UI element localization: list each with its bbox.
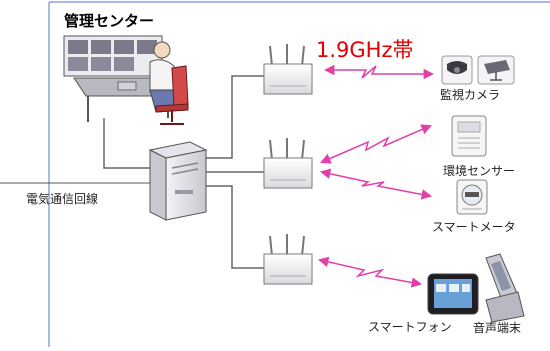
smart-meter-label: スマートメータ (432, 220, 516, 234)
frequency-band-label: 1.9GHz帯 (316, 38, 414, 62)
management-center-title: 管理センター (64, 12, 155, 30)
diagram-frame (48, 1, 550, 347)
wireless-link-camera (323, 64, 435, 80)
communication-line-label: 電気通信回線 (26, 192, 99, 206)
environment-sensor-label: 環境センサー (443, 164, 516, 178)
smart-meter-icon (456, 179, 488, 215)
wireless-link-env-sensor (320, 124, 432, 164)
environment-sensor-icon (451, 115, 487, 157)
flip-phone-icon (485, 253, 525, 323)
wired-connections (103, 75, 264, 269)
server-icon (148, 141, 208, 221)
wireless-link-terminals (317, 256, 423, 288)
wireless-link-smart-meter (319, 168, 433, 200)
access-point-1-icon (263, 44, 313, 95)
camera-label: 監視カメラ (440, 88, 501, 102)
access-point-2-icon (263, 138, 313, 189)
access-point-3-icon (263, 234, 313, 285)
voice-terminal-label: 音声端末 (473, 321, 522, 335)
surveillance-camera-icon (441, 55, 515, 85)
smartphone-label: スマートフォン (368, 320, 452, 334)
wireless-links (317, 64, 435, 288)
smartphone-icon (427, 273, 479, 315)
operator-workstation-illustration (63, 35, 189, 125)
